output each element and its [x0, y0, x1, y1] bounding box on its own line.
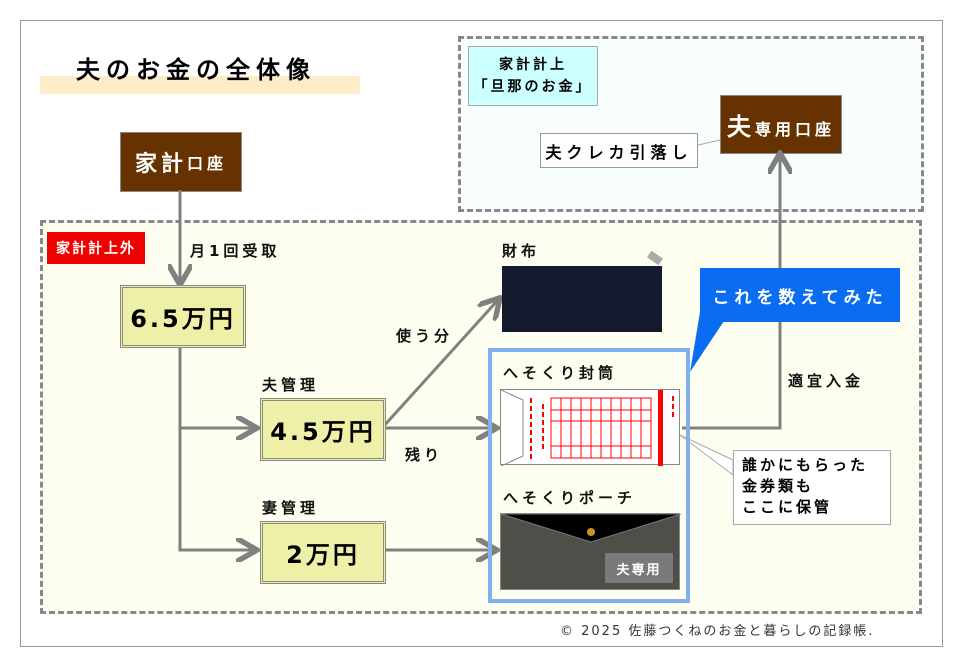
callout-pointer — [690, 312, 730, 372]
page-title: 夫のお金の全体像 — [76, 56, 316, 84]
wallet-label: 財布 — [502, 242, 541, 260]
note-line: 金券類も — [742, 477, 815, 495]
pouch-icon: 夫専用 — [500, 513, 681, 590]
title-highlight — [40, 76, 360, 94]
wife-manage-label: 妻管理 — [262, 499, 320, 517]
wife-amount-box: 2万円 — [260, 521, 386, 584]
voucher-note: 誰かにもらった 金券類も ここに保管 — [733, 450, 891, 525]
use-label: 使う分 — [396, 327, 454, 345]
credit-note-pointer — [697, 139, 721, 146]
account-rest: 口座 — [187, 154, 228, 173]
arrow — [178, 342, 254, 550]
husband-manage-label: 夫管理 — [262, 376, 320, 394]
remain-label: 残り — [405, 446, 444, 464]
copyright: © 2025 佐藤つくねのお金と暮らしの記録帳. — [560, 624, 875, 639]
household-excluded-label: 家計計上外 — [47, 232, 145, 264]
label-line1: 家計計上 — [499, 57, 567, 73]
envelope-label: へそくり封筒 — [503, 364, 618, 382]
count-callout: これを数えてみた — [700, 268, 900, 322]
hesokuri-group — [488, 348, 690, 603]
outer-frame — [20, 20, 943, 647]
note-line: 誰かにもらった — [742, 456, 869, 474]
label-line2: 「旦那のお金」 — [473, 79, 593, 95]
pouch-tag: 夫専用 — [605, 553, 673, 583]
arrow — [682, 156, 780, 430]
husband-account-label: 夫専用口座 — [726, 113, 835, 141]
husband-amount-box: 4.5万円 — [260, 398, 386, 461]
wallet-icon — [502, 266, 662, 332]
deposit-label: 適宜入金 — [788, 372, 865, 390]
total-amount-box: 6.5万円 — [120, 285, 246, 348]
credit-note: 夫クレカ引落し — [540, 133, 698, 168]
household-included-label: 家計計上 「旦那のお金」 — [468, 46, 598, 106]
arrow — [380, 300, 498, 430]
envelope-icon — [500, 389, 680, 466]
household-account-box: 家計口座 — [120, 132, 242, 192]
account-big: 家計 — [134, 152, 187, 177]
pouch-label: へそくりポーチ — [503, 489, 637, 507]
monthly-label: 月1回受取 — [190, 242, 281, 260]
note-line: ここに保管 — [742, 498, 833, 516]
